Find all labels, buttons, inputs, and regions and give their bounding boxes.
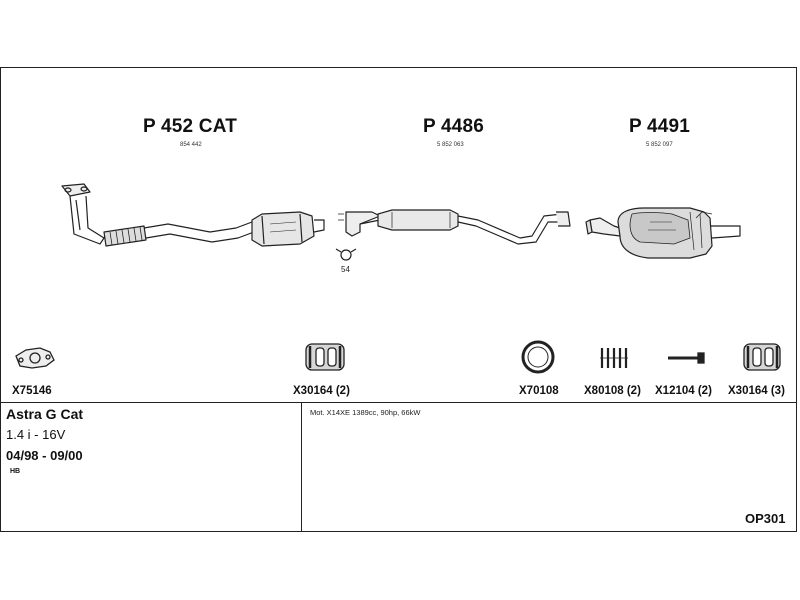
part-number-rear: 5 852 097 [646,142,673,148]
rear-silencer [585,207,741,259]
part-title-rear: P 4491 [629,116,691,137]
reference-code: OP301 [745,511,786,526]
vehicle-body-type: HB [10,468,21,475]
vehicle-years: 04/98 - 09/00 [6,448,83,463]
part-number-middle: 5 852 063 [437,142,464,148]
part-title-middle: P 4486 [423,116,485,137]
front-pipe [61,183,255,247]
clamp-label: 54 [341,265,350,274]
fitting-code-spring: X80108 (2) [584,385,641,397]
diagram-sheet [0,67,797,532]
fitting-code-hanger: X30164 (2) [293,385,350,397]
rubber-hanger-icon-2 [743,343,781,371]
middle-silencer [338,209,571,245]
vehicle-engine: 1.4 i - 16V [6,427,66,442]
clamp-ring [335,248,357,261]
bolt-icon [668,352,705,364]
catalytic-converter [251,211,325,247]
table-top-divider [0,402,797,403]
fitting-code-hanger-2: X30164 (3) [728,385,785,397]
fitting-code-bolt: X12104 (2) [655,385,712,397]
fitting-code-ring: X70108 [519,385,559,397]
gasket-icon [15,347,55,369]
part-title-front: P 452 CAT [143,116,238,137]
spring-icon [600,348,628,368]
table-column-divider [301,402,302,532]
vehicle-model: Astra G Cat [6,406,84,422]
sealing-ring-icon [521,340,555,374]
motor-description: Mot. X14XE 1389cc, 90hp, 66kW [310,408,421,417]
fitting-code-gasket: X75146 [12,385,52,397]
part-number-front: 854 442 [180,142,202,148]
rubber-hanger-icon [305,343,345,371]
